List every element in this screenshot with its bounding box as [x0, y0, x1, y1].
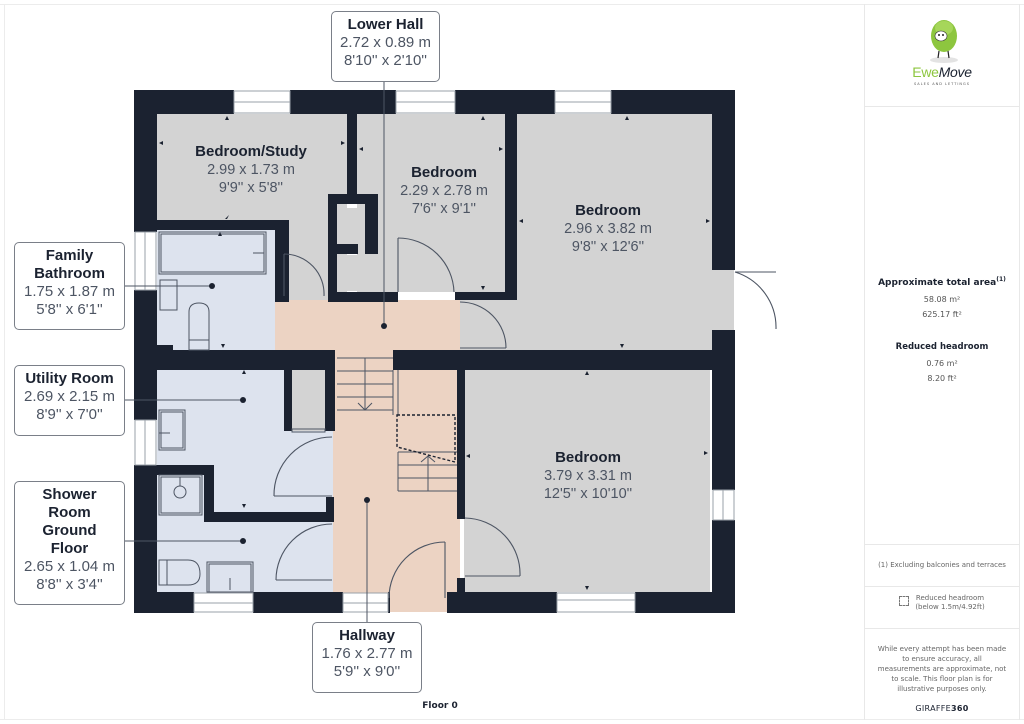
- dashed-square-icon: [899, 596, 910, 606]
- total-area-title-text: Approximate total area: [878, 278, 997, 288]
- giraffe360-brand: GIRAFFE360: [875, 704, 1009, 714]
- reduced-headroom-metric: 0.76 m²: [926, 359, 958, 368]
- room-name-line2: Room: [48, 504, 91, 521]
- footnote-mark: (1): [996, 276, 1006, 283]
- room-metric: 2.69 x 2.15 m: [24, 388, 115, 405]
- room-metric: 1.76 x 2.77 m: [321, 645, 413, 662]
- room-name-line1: Shower: [42, 486, 97, 503]
- room-bedroom-study: Bedroom/Study 2.99 x 1.73 m 9'9'' x 5'8'…: [170, 142, 332, 197]
- room-imperial: 9'9'' x 5'8'': [218, 180, 284, 196]
- border-bottom: [0, 719, 1024, 720]
- room-name: Lower Hall: [347, 16, 424, 33]
- brand-wordmark: EweMove: [865, 64, 1019, 80]
- area-summary: Approximate total area(1) 58.08 m² 625.1…: [865, 106, 1019, 545]
- room-name: Bedroom/Study: [195, 143, 307, 160]
- window-sills: [144, 101, 724, 604]
- room-metric: 2.72 x 0.89 m: [340, 34, 431, 51]
- room-imperial: 7'6'' x 9'1'': [411, 201, 477, 217]
- doors: [273, 237, 777, 599]
- footnote-text: (1) Excluding balconies and terraces: [865, 544, 1019, 587]
- callout-family-bathroom: Family Bathroom 1.75 x 1.87 m 5'8'' x 6'…: [14, 242, 125, 330]
- legend-text: Reduced headroom(below 1.5m/4.92ft): [915, 594, 984, 612]
- border-left: [4, 4, 5, 720]
- room-name-line2: Bathroom: [34, 265, 105, 282]
- border-top: [0, 4, 1024, 5]
- stairs: [337, 357, 457, 492]
- room-imperial: 12'5'' x 10'10'': [543, 486, 633, 502]
- room-name-line1: Family: [45, 247, 94, 264]
- room-imperial: 5'9'' x 9'0'': [333, 663, 401, 680]
- room-bedroom-4: Bedroom 3.79 x 3.31 m 12'5'' x 10'10'': [518, 448, 658, 503]
- info-sidebar: EweMove SALES AND LETTINGS Approximate t…: [864, 4, 1020, 720]
- floor-label: Floor 0: [422, 701, 458, 711]
- room-imperial: 5'8'' x 6'1'': [36, 301, 103, 318]
- brand-logo: EweMove SALES AND LETTINGS: [865, 4, 1019, 107]
- callout-dots: [209, 283, 387, 544]
- room-name: Bedroom: [575, 202, 641, 219]
- room-imperial: 8'10'' x 2'10'': [343, 52, 428, 69]
- legend-line2: (below 1.5m/4.92ft): [915, 603, 985, 611]
- brand-word-move: Move: [938, 64, 972, 80]
- room-bedroom-2: Bedroom 2.29 x 2.78 m 7'6'' x 9'1'': [374, 163, 514, 218]
- total-area-metric: 58.08 m²: [923, 295, 961, 304]
- brand-tagline: SALES AND LETTINGS: [914, 82, 970, 86]
- total-area-imperial: 625.17 ft²: [922, 310, 962, 319]
- brand-giraffe: GIRAFFE: [915, 704, 951, 713]
- room-name-line4: Floor: [50, 540, 89, 557]
- callout-utility-room: Utility Room 2.69 x 2.15 m 8'9'' x 7'0'': [14, 365, 125, 436]
- brand-word-ewe: Ewe: [912, 64, 939, 80]
- callout-shower-room: Shower Room Ground Floor 2.65 x 1.04 m 8…: [14, 481, 125, 605]
- sheep-mascot-icon: [930, 20, 958, 63]
- room-metric: 1.75 x 1.87 m: [24, 283, 115, 300]
- disclaimer-text: While every attempt has been made to ens…: [877, 645, 1007, 693]
- floor-plan: [110, 82, 777, 624]
- room-name-line3: Ground: [42, 522, 97, 539]
- room-fills: [157, 114, 734, 612]
- reduced-headroom-imperial: 8.20 ft²: [927, 374, 957, 383]
- room-name: Bedroom: [555, 449, 621, 466]
- room-metric: 2.65 x 1.04 m: [24, 558, 115, 575]
- room-name: Hallway: [339, 627, 395, 644]
- fixtures: [158, 231, 326, 593]
- room-imperial: 9'8'' x 12'6'': [571, 239, 645, 255]
- disclaimer: While every attempt has been made to ens…: [865, 628, 1019, 720]
- legend-line1: Reduced headroom: [915, 594, 985, 602]
- callout-hallway: Hallway 1.76 x 2.77 m 5'9'' x 9'0'': [312, 622, 422, 693]
- room-metric: 2.99 x 1.73 m: [207, 162, 295, 178]
- callout-leaders: [110, 82, 385, 624]
- room-imperial: 8'8'' x 3'4'': [36, 576, 103, 593]
- room-bedroom-3: Bedroom 2.96 x 3.82 m 9'8'' x 12'6'': [538, 201, 678, 256]
- room-metric: 2.96 x 3.82 m: [564, 221, 652, 237]
- measurement-ticks: [159, 116, 710, 590]
- room-metric: 2.29 x 2.78 m: [400, 183, 488, 199]
- reduced-headroom-area: [396, 414, 456, 463]
- total-area-title: Approximate total area(1): [865, 276, 1019, 288]
- walls: [134, 90, 735, 613]
- brand-360: 360: [951, 704, 969, 713]
- room-name: Bedroom: [411, 164, 477, 181]
- room-name: Utility Room: [25, 370, 114, 387]
- room-metric: 3.79 x 3.31 m: [544, 468, 632, 484]
- reduced-headroom-title: Reduced headroom: [895, 342, 989, 352]
- callout-lower-hall: Lower Hall 2.72 x 0.89 m 8'10'' x 2'10'': [331, 11, 440, 82]
- room-imperial: 8'9'' x 7'0'': [36, 406, 103, 423]
- legend: Reduced headroom(below 1.5m/4.92ft): [865, 586, 1019, 629]
